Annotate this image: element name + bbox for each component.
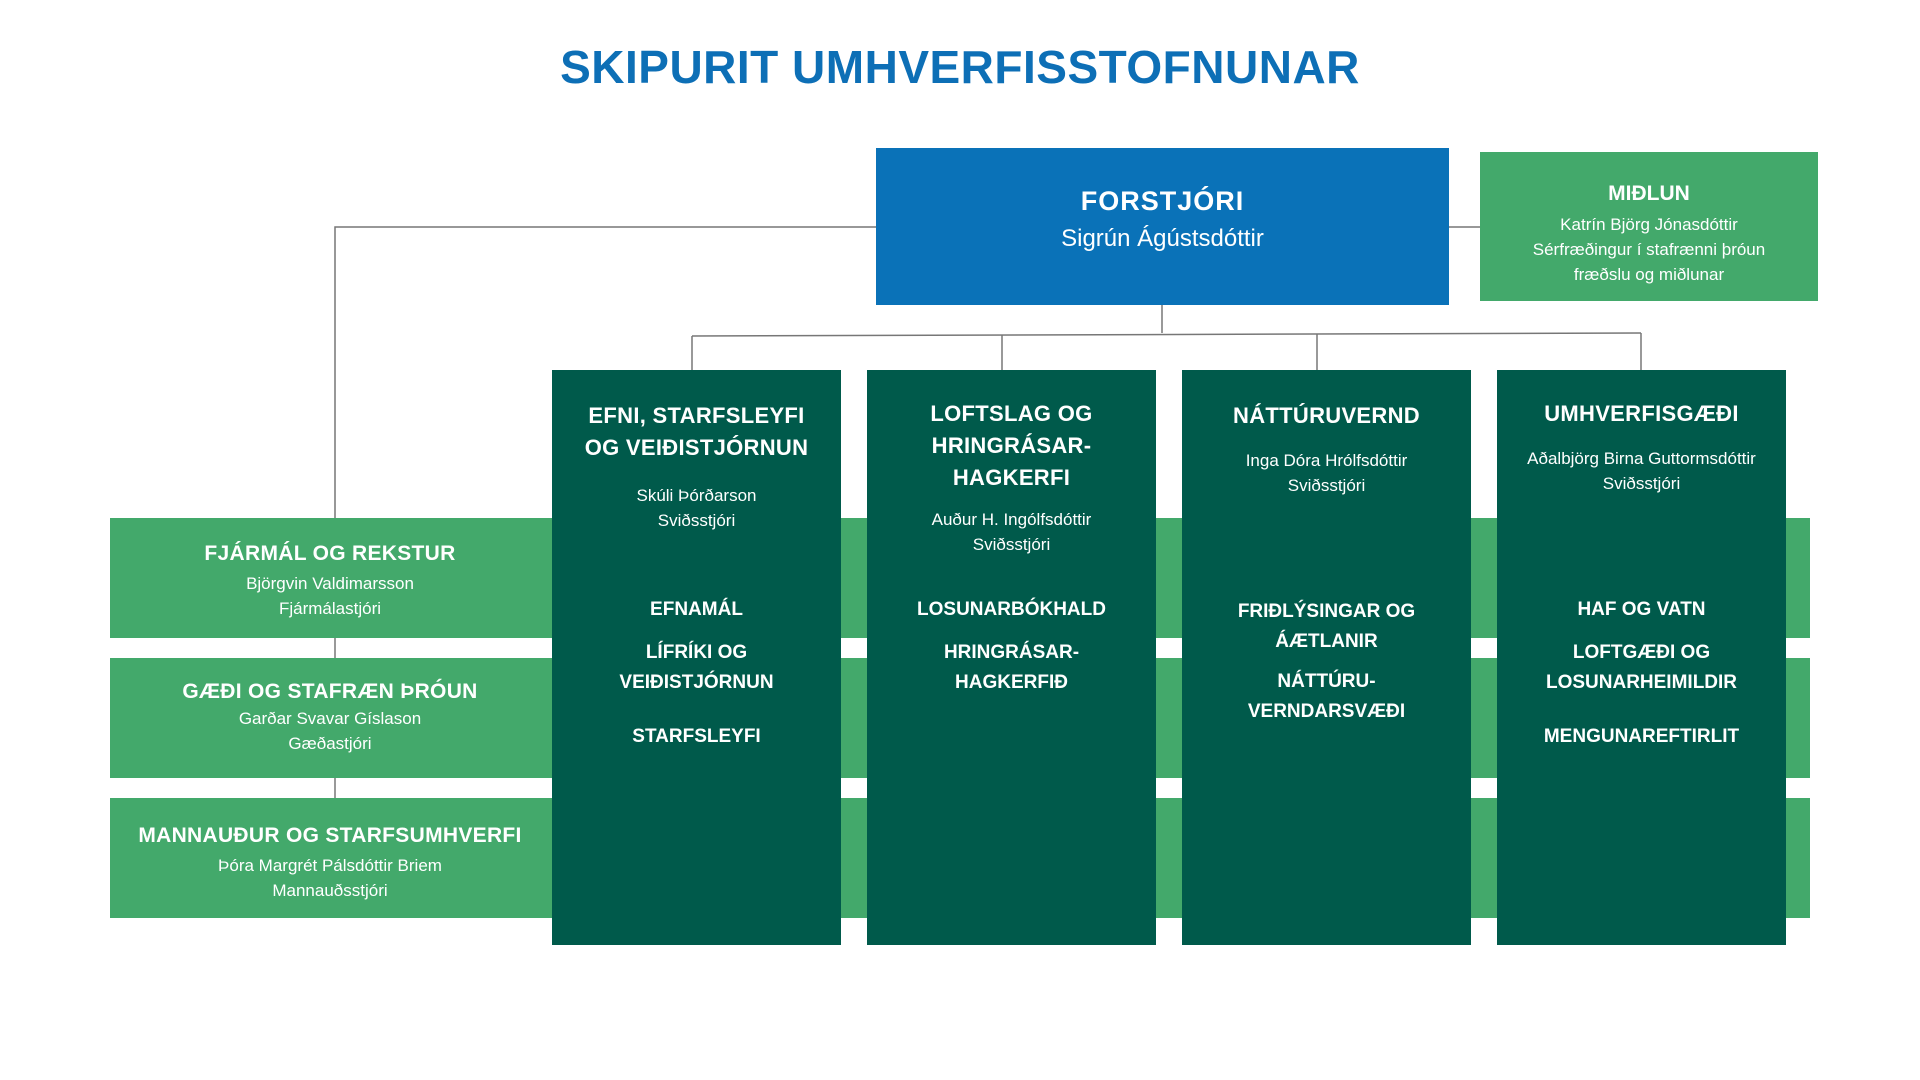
support-unit-role: Gæðastjóri <box>288 734 372 753</box>
support-unit-name: Björgvin Valdimarsson <box>246 574 414 593</box>
division-title-line: LOFTSLAG OG <box>930 401 1093 426</box>
chart-title: SKIPURIT UMHVERFISSTOFNUNAR <box>560 41 1360 93</box>
division-unit-line: VERNDARSVÆÐI <box>1247 701 1406 722</box>
division-manager-name: Auður H. Ingólfsdóttir <box>931 510 1092 529</box>
division-manager-name: Aðalbjörg Birna Guttormsdóttir <box>1527 449 1756 468</box>
division-title-line: HAGKERFI <box>952 465 1071 490</box>
division-column-environment-quality: UMHVERFISGÆÐI Aðalbjörg Birna Guttormsdó… <box>1497 370 1786 945</box>
division-unit: FRIÐLÝSINGAR OG ÁÆTLANIR <box>1182 597 1471 657</box>
division-unit-line: HAGKERFIÐ <box>955 672 1068 693</box>
communication-role-line1: Sérfræðingur í stafrænni þróun <box>1532 240 1766 259</box>
director-title: FORSTJÓRI <box>1080 186 1245 216</box>
division-title-line: EFNI, STARFSLEYFI <box>588 403 805 428</box>
division-column-chemicals: EFNI, STARFSLEYFI OG VEIÐISTJÓRNUN Skúli… <box>552 370 841 945</box>
support-unit-title: GÆÐI OG STAFRÆN ÞRÓUN <box>182 680 478 703</box>
division-title-line: UMHVERFISGÆÐI <box>1544 401 1739 426</box>
division-manager: Inga Dóra Hrólfsdóttir Sviðsstjóri <box>1182 448 1471 498</box>
division-unit-line: LOFTGÆÐI OG <box>1572 642 1711 663</box>
support-unit-hr: MANNAUÐUR OG STARFSUMHVERFI Þóra Margrét… <box>110 824 550 903</box>
division-manager-role: Sviðsstjóri <box>1287 476 1366 495</box>
division-column-climate: LOFTSLAG OG HRINGRÁSAR- HAGKERFI Auður H… <box>867 370 1156 945</box>
division-unit: LOFTGÆÐI OG LOSUNARHEIMILDIR <box>1497 638 1786 698</box>
division-unit: MENGUNAREFTIRLIT <box>1497 722 1786 752</box>
division-unit: HAF OG VATN <box>1497 595 1786 625</box>
division-unit: LÍFRÍKI OG VEIÐISTJÓRNUN <box>552 638 841 698</box>
division-unit-line: LOSUNARBÓKHALD <box>917 599 1106 620</box>
division-unit-line: LÍFRÍKI OG <box>645 642 748 663</box>
connector-line <box>691 332 1642 337</box>
director-box: FORSTJÓRI Sigrún Ágústsdóttir <box>876 148 1449 305</box>
director-name: Sigrún Ágústsdóttir <box>1061 225 1264 252</box>
division-unit-line: HAF OG VATN <box>1577 599 1706 620</box>
division-manager-role: Sviðsstjóri <box>972 535 1051 554</box>
division-unit-line: EFNAMÁL <box>650 599 743 620</box>
division-unit-line: LOSUNARHEIMILDIR <box>1545 672 1738 693</box>
division-unit-line: ÁÆTLANIR <box>1275 631 1378 652</box>
division-title: NÁTTÚRUVERND <box>1182 400 1471 432</box>
division-title: UMHVERFISGÆÐI <box>1497 398 1786 430</box>
division-unit: HRINGRÁSAR- HAGKERFIÐ <box>867 638 1156 698</box>
division-unit-line: NÁTTÚRU- <box>1277 671 1376 692</box>
connector-line <box>334 226 876 518</box>
communication-box: MIÐLUN Katrín Björg Jónasdóttir Sérfræði… <box>1480 152 1818 301</box>
division-unit-line: HRINGRÁSAR- <box>943 642 1080 663</box>
division-title: EFNI, STARFSLEYFI OG VEIÐISTJÓRNUN <box>552 400 841 464</box>
division-manager-role: Sviðsstjóri <box>657 511 736 530</box>
division-manager: Aðalbjörg Birna Guttormsdóttir Sviðsstjó… <box>1497 446 1786 496</box>
support-unit-title: MANNAUÐUR OG STARFSUMHVERFI <box>138 824 522 847</box>
support-unit-quality: GÆÐI OG STAFRÆN ÞRÓUN Garðar Svavar Gísl… <box>110 680 550 756</box>
division-title-line: OG VEIÐISTJÓRNUN <box>584 435 809 460</box>
division-unit: NÁTTÚRU- VERNDARSVÆÐI <box>1182 667 1471 727</box>
division-unit: LOSUNARBÓKHALD <box>867 595 1156 625</box>
communication-title: MIÐLUN <box>1608 182 1690 205</box>
support-unit-role: Fjármálastjóri <box>278 599 382 618</box>
division-unit-line: STARFSLEYFI <box>632 726 761 747</box>
division-unit: STARFSLEYFI <box>552 722 841 752</box>
division-unit-line: MENGUNAREFTIRLIT <box>1543 726 1740 747</box>
support-unit-finance: FJÁRMÁL OG REKSTUR Björgvin Valdimarsson… <box>110 542 550 621</box>
support-unit-name: Þóra Margrét Pálsdóttir Briem <box>218 856 442 875</box>
division-title-line: HRINGRÁSAR- <box>931 433 1092 458</box>
division-manager-role: Sviðsstjóri <box>1602 474 1681 493</box>
division-unit-line: VEIÐISTJÓRNUN <box>619 672 774 693</box>
division-manager-name: Skúli Þórðarson <box>636 486 757 505</box>
support-unit-title: FJÁRMÁL OG REKSTUR <box>204 542 456 565</box>
division-manager-name: Inga Dóra Hrólfsdóttir <box>1245 451 1408 470</box>
division-manager: Skúli Þórðarson Sviðsstjóri <box>552 483 841 533</box>
division-manager: Auður H. Ingólfsdóttir Sviðsstjóri <box>867 507 1156 557</box>
division-column-nature: NÁTTÚRUVERND Inga Dóra Hrólfsdóttir Svið… <box>1182 370 1471 945</box>
division-title-line: NÁTTÚRUVERND <box>1233 403 1420 428</box>
division-unit-line: FRIÐLÝSINGAR OG <box>1237 601 1416 622</box>
support-unit-role: Mannauðsstjóri <box>272 881 388 900</box>
support-unit-name: Garðar Svavar Gíslason <box>238 709 422 728</box>
communication-name: Katrín Björg Jónasdóttir <box>1560 215 1738 234</box>
division-unit: EFNAMÁL <box>552 595 841 625</box>
division-title: LOFTSLAG OG HRINGRÁSAR- HAGKERFI <box>867 398 1156 494</box>
communication-role-line2: fræðslu og miðlunar <box>1573 265 1725 284</box>
